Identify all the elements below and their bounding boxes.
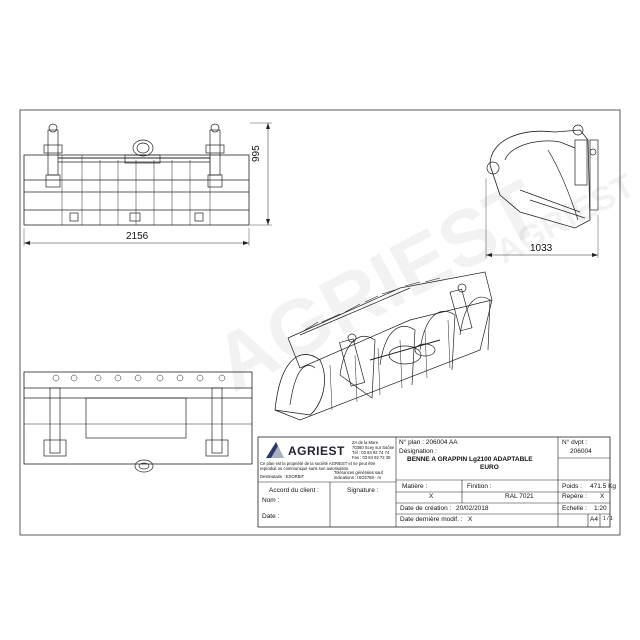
material-value: X	[429, 493, 434, 500]
company-address-2: 70360 Scey sur Saône	[352, 445, 395, 450]
client-agreement-label: Accord du client :	[269, 487, 319, 494]
company-logo-text: AGRIEST	[288, 444, 345, 458]
plan-number: N° plan : 206004 AA	[399, 439, 458, 446]
dvpt-label: N° dvpt :	[562, 439, 587, 446]
designation-line-1: BENNE A GRAPPIN Lg2100 ADAPTABLE	[407, 456, 533, 463]
dvpt-value: 206004	[570, 448, 592, 455]
client-date-label: Date :	[262, 513, 280, 520]
dimension-width-label: 2156	[126, 231, 149, 242]
company-address-3: Tél : 03 84 92 74 74	[352, 450, 390, 455]
company-address-4: Fax : 03 84 92 72 38	[352, 455, 391, 460]
height-dimension	[250, 122, 272, 226]
client-name-label: Nom :	[262, 497, 280, 504]
isometric-view	[274, 271, 493, 421]
modified-label: Date dernière modif. :	[400, 516, 463, 523]
dimension-depth-label: 1033	[530, 243, 553, 254]
material-label: Matière :	[402, 483, 428, 490]
company-address-1: ZA de la Mare	[352, 440, 379, 445]
format-value: A4	[590, 516, 598, 523]
property-notice-1: Ce plan est la propriété de la société A…	[260, 461, 376, 466]
modified-value: X	[468, 516, 473, 523]
weight-label: Poids :	[562, 483, 582, 490]
weight-value: 471.5 Kg	[590, 483, 617, 490]
mark-value: X	[600, 493, 605, 500]
side-view	[485, 124, 599, 258]
created-value: 20/02/2018	[456, 505, 489, 512]
recipient-label: Destinataire : EXORBIT	[260, 474, 305, 479]
bottom-view	[23, 371, 253, 473]
designation-label: Désignation :	[399, 448, 437, 455]
scale-label: Echelle :	[562, 505, 587, 512]
tolerance-2: indications : ISO2768 - m	[334, 475, 382, 480]
title-block	[257, 436, 611, 528]
finish-value: RAL 7021	[505, 493, 534, 500]
client-signature-label: Signature :	[347, 487, 379, 494]
property-notice-2: reproduit ou communiqué sans son autoris…	[260, 466, 350, 471]
tolerance-1: Tolérances générales sauf	[334, 470, 383, 475]
dimension-height-label: 995	[251, 145, 262, 162]
mark-label: Repère :	[562, 493, 587, 500]
page-number: 1 / 1	[603, 516, 613, 522]
scale-value: 1:20	[594, 505, 607, 512]
sheet-border	[19, 109, 621, 536]
front-view	[23, 123, 250, 246]
designation-line-2: EURO	[480, 464, 499, 471]
created-label: Date de création :	[400, 505, 452, 512]
finish-label: Finition :	[467, 483, 492, 490]
agriest-logo-icon	[266, 442, 284, 458]
